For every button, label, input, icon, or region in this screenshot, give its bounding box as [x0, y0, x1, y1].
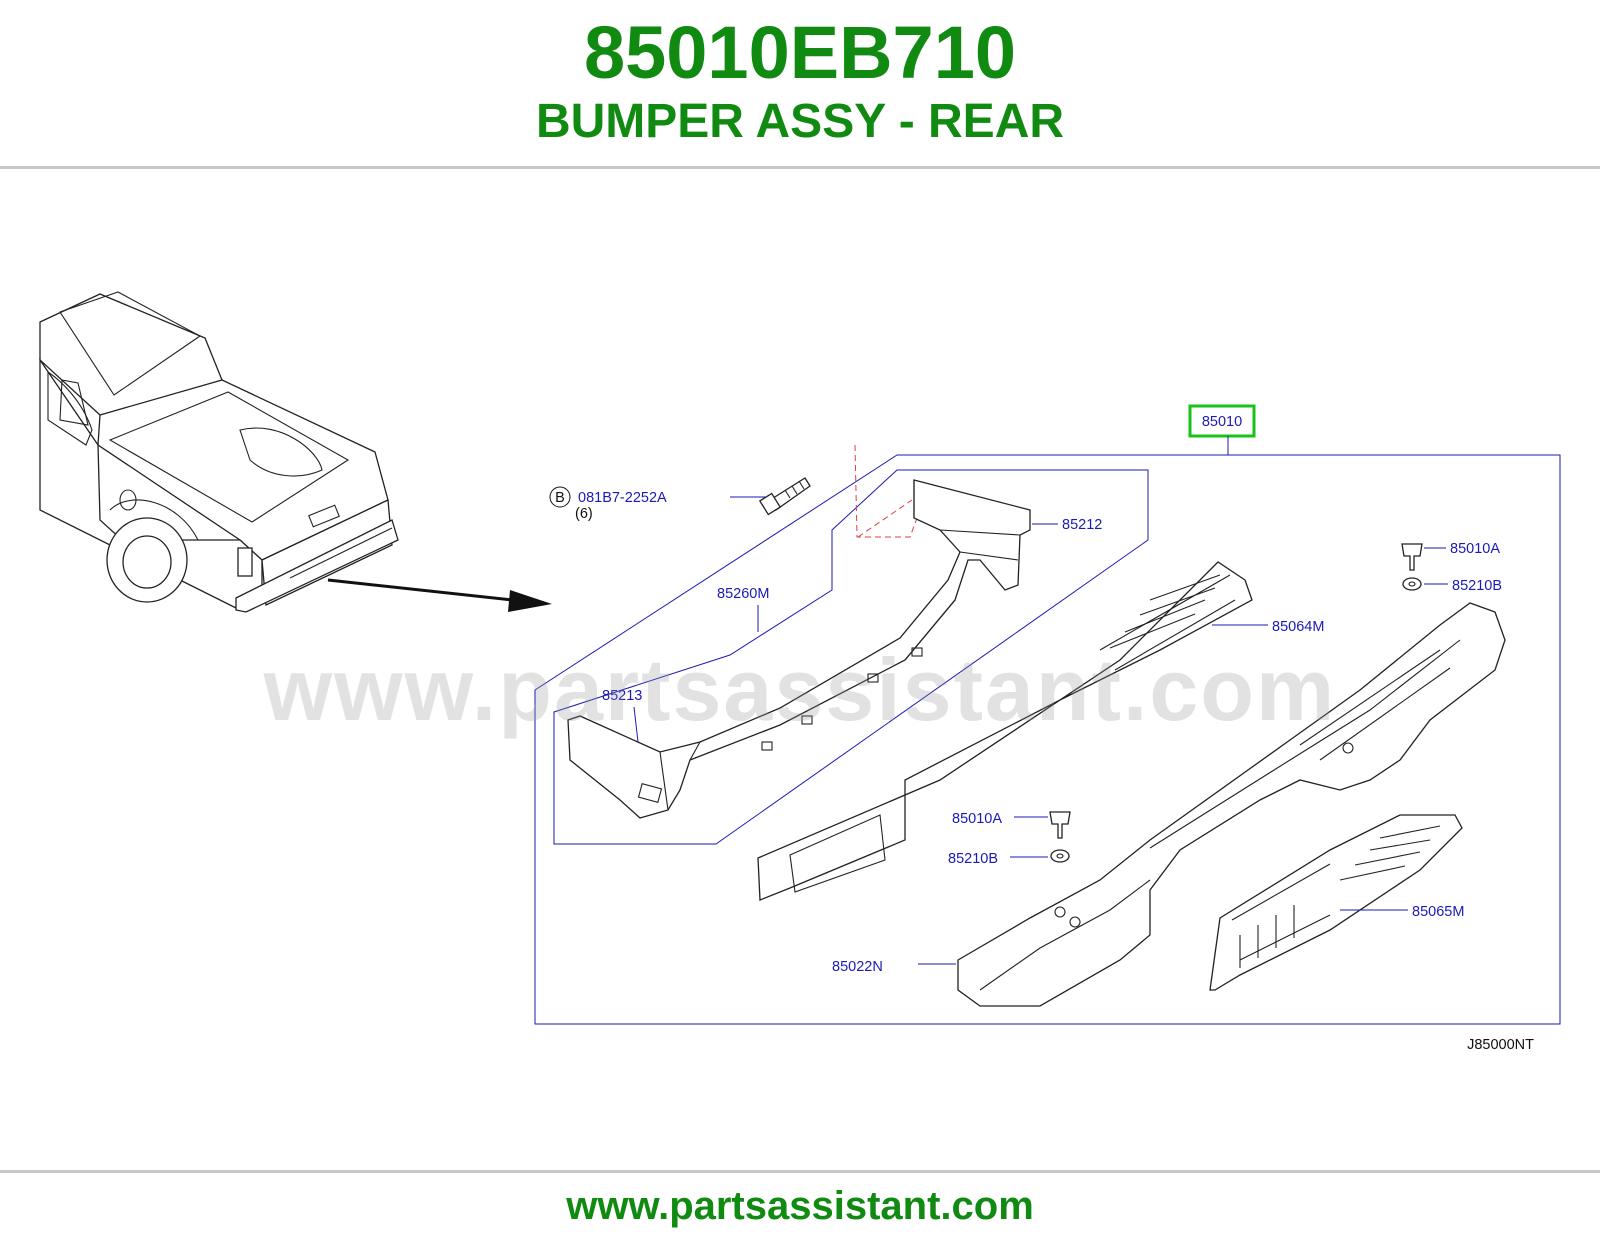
callout-bumper-face: 85022N — [832, 959, 883, 975]
pointer-arrow — [327, 578, 552, 612]
part-number-title: 85010EB710 — [583, 11, 1017, 94]
bolt-part — [758, 477, 811, 516]
truck-illustration — [39, 291, 399, 613]
step-pad-upper-part — [757, 561, 1253, 901]
callout-bracket-left: 85213 — [602, 688, 642, 704]
callout-bracket-right: 85212 — [1062, 517, 1102, 533]
clip-lower-part — [1049, 811, 1071, 839]
bolt-circle-letter: B — [555, 490, 565, 506]
callout-bolt: 081B7-2252A — [578, 490, 667, 506]
footer-divider — [0, 1170, 1600, 1173]
callout-nut-upper: 85210B — [1452, 578, 1502, 594]
nut-lower-part — [1050, 849, 1070, 863]
bumper-face-part — [957, 602, 1506, 1007]
watermark-text: www.partsassistant.com — [263, 640, 1337, 739]
assembly-callout-highlight — [1188, 404, 1256, 438]
part-name-subtitle: BUMPER ASSY - REAR — [535, 95, 1065, 148]
callout-clip-lower: 85010A — [952, 811, 1002, 827]
clip-upper-part — [1401, 543, 1423, 571]
footer-url-link[interactable]: www.partsassistant.com — [566, 1184, 1034, 1228]
callout-stay: 85260M — [717, 586, 769, 602]
page-header: 85010EB710 BUMPER ASSY - REAR — [0, 0, 1600, 168]
callout-clip-upper: 85010A — [1450, 541, 1500, 557]
callout-bolt-qty: (6) — [575, 506, 593, 522]
callout-step-pad-upper: 85064M — [1272, 619, 1324, 635]
stay-sub-outline — [553, 469, 1149, 845]
assembly-outline-box — [534, 454, 1561, 1025]
header-divider — [0, 166, 1600, 169]
figure-code: J85000NT — [1467, 1037, 1534, 1053]
callout-assembly: 85010 — [1202, 414, 1242, 430]
callout-nut-lower: 85210B — [948, 851, 998, 867]
stay-frame-part — [567, 479, 1031, 819]
step-pad-lower-part — [1209, 814, 1463, 991]
callout-step-pad-lower: 85065M — [1412, 904, 1464, 920]
nut-upper-part — [1402, 577, 1422, 591]
